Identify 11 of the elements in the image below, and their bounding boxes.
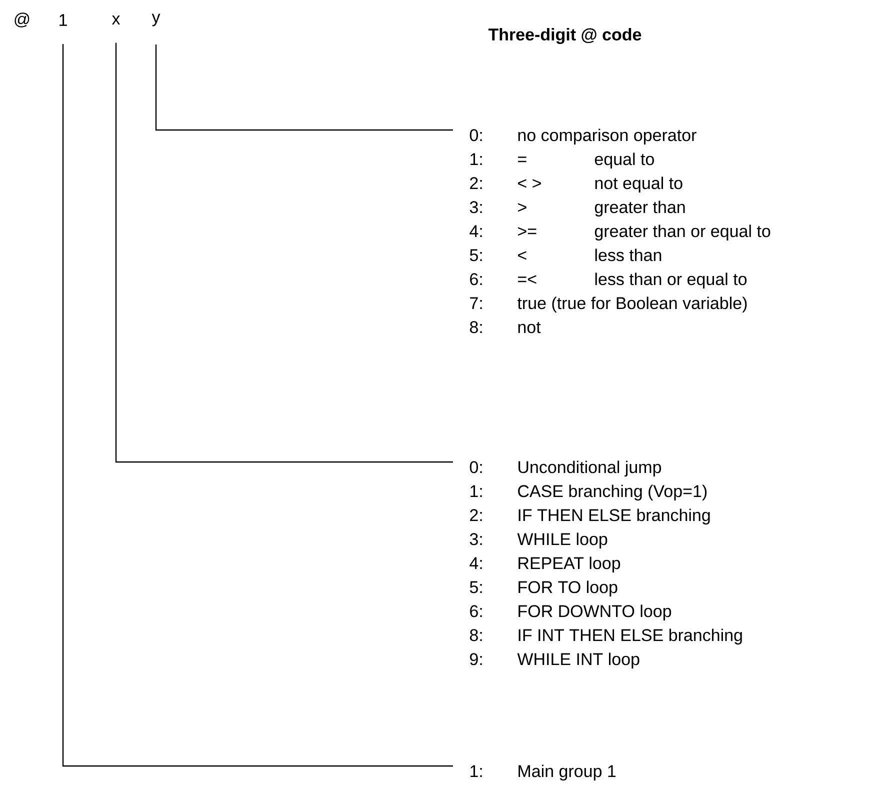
title: Three-digit @ code — [488, 28, 642, 44]
connector-line — [62, 44, 453, 767]
code-digit: 1 — [60, 14, 67, 26]
code-list: 0: no comparison operator 1: = equal to 2: < > not equal to 3: > greater than 4: >= greater than or equal to 5: < less than 6: =< less than or equal to 7: true (true for Boolean variable) 8: not — [470, 128, 770, 334]
connector-line — [115, 42, 453, 463]
code-symbol: @ — [14, 12, 30, 28]
connector-line — [155, 44, 453, 131]
code-digit: y — [152, 14, 160, 26]
code-list: 0: Unconditional jump 1: CASE branching (Vop=1) 2: IF THEN ELSE branching 3: WHILE loop 4: REPEAT loop 5: FOR TO loop 6: FOR DOWNTO loop 8: IF INT THEN ELSE branching 9: WHILE INT loop — [470, 460, 742, 669]
code-digit: x — [112, 16, 120, 24]
code-list: 1: Main group 1 — [470, 764, 616, 781]
